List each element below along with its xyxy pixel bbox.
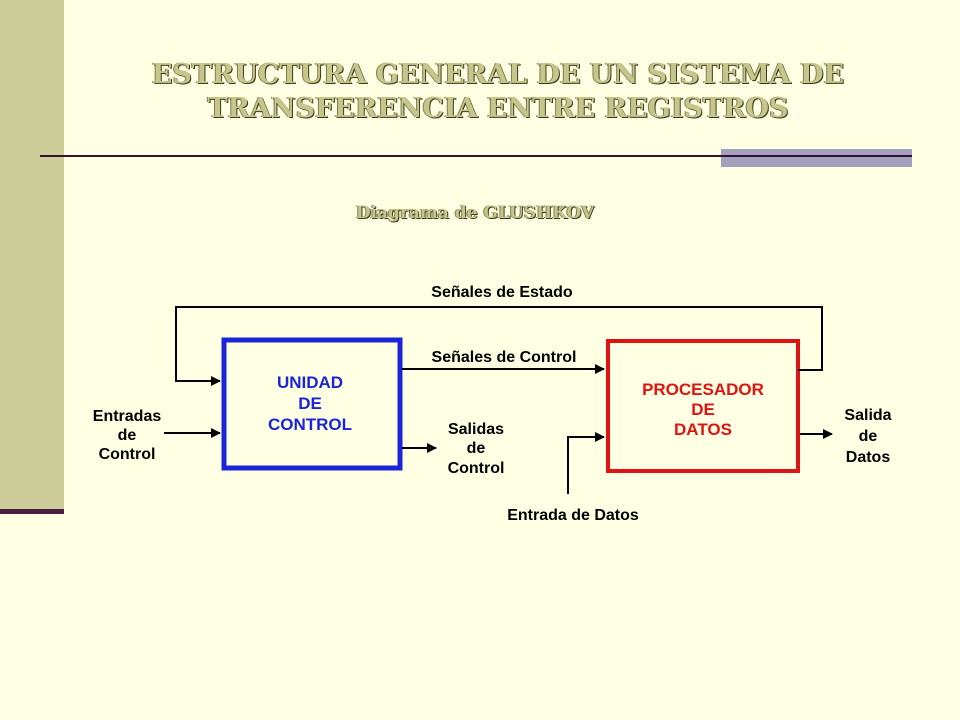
diagram-subtitle: Diagrama de GLUSHKOV [355, 203, 595, 223]
data-input-label: Entrada de Datos [507, 507, 639, 524]
control-outputs-label-2: de [467, 440, 486, 457]
data-output-label-2: de [859, 428, 878, 445]
control-unit-label-3: CONTROL [268, 415, 352, 434]
title-line-1: ESTRUCTURA GENERAL DE UN SISTEMA DE [151, 59, 845, 90]
control-inputs-label-1: Entradas [93, 408, 162, 425]
title-rule [40, 155, 912, 157]
status-signals-line [175, 306, 823, 386]
data-processor-box [606, 339, 800, 473]
title-rule-accent-line [721, 155, 912, 157]
control-inputs-label-3: Control [99, 446, 156, 463]
control-unit-label-2: DE [298, 394, 322, 413]
control-outputs-label-3: Control [448, 460, 505, 477]
title-rule-accent [721, 149, 912, 167]
data-processor-label-1: PROCESADOR [642, 380, 764, 399]
control-inputs-label-2: de [118, 427, 137, 444]
data-output-label-1: Salida [844, 407, 891, 424]
data-output-label-3: Datos [846, 449, 891, 466]
control-outputs-label-1: Salidas [448, 421, 504, 438]
slide-title: ESTRUCTURA GENERAL DE UN SISTEMA DE TRAN… [100, 58, 896, 126]
data-input-arrow [567, 432, 605, 494]
control-unit-box [221, 337, 403, 471]
control-signals-label: Señales de Control [432, 349, 577, 366]
data-processor-label-2: DE [691, 400, 715, 419]
data-processor-label-3: DATOS [674, 420, 732, 439]
title-line-2: TRANSFERENCIA ENTRE REGISTROS [207, 93, 789, 124]
side-bar [0, 0, 64, 512]
status-signals-label: Señales de Estado [431, 284, 573, 301]
side-bar-underline [0, 509, 64, 514]
control-unit-label-1: UNIDAD [277, 373, 343, 392]
